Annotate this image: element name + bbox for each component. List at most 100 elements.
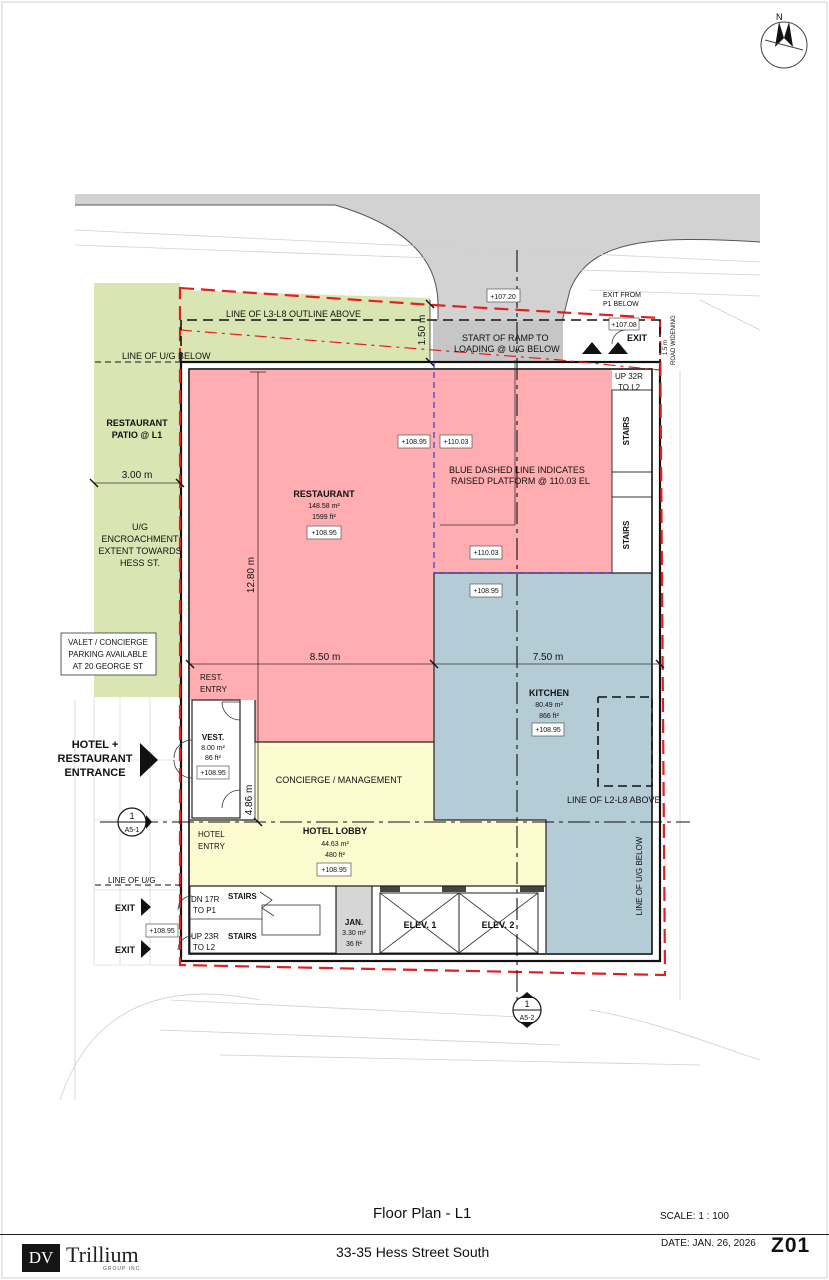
dimension-ticks <box>89 299 665 827</box>
label-line-l3-l8: LINE OF L3-L8 OUTLINE ABOVE <box>226 309 361 319</box>
label-ramp-2: LOADING @ U/G BELOW <box>454 344 560 354</box>
door-swings <box>173 329 627 951</box>
label-dn17-2: TO P1 <box>193 906 217 915</box>
company-logo-name: Trillium <box>66 1242 139 1267</box>
label-hotel-ent-2: RESTAURANT <box>58 753 133 765</box>
title-block-divider <box>0 1234 829 1235</box>
label-exit-from-1: EXIT FROM <box>603 292 641 299</box>
company-logo-sub: GROUP INC. <box>103 1266 143 1272</box>
label-blue-2: RAISED PLATFORM @ 110.03 EL <box>451 476 590 486</box>
label-exit-1: EXIT <box>115 903 136 913</box>
curb-line-right <box>559 239 761 331</box>
label-elev-10895-a: +108.95 <box>401 439 427 446</box>
label-sec-a51-num: 1 <box>129 811 134 821</box>
label-lobby-area-ft: 480 ft² <box>325 852 346 859</box>
label-elev-10895-exit: +108.95 <box>149 928 175 935</box>
exit-arrow-icon-2 <box>141 940 151 958</box>
exit-arrow-icon-top-2 <box>608 342 628 354</box>
label-dim-patio: 3.00 m <box>122 470 153 481</box>
label-stairs-e1: STAIRS <box>622 416 631 445</box>
label-restaurant-area-m: 148.58 m² <box>308 503 340 510</box>
label-sec-a52-num: 1 <box>524 999 529 1009</box>
company-logo-mark: DV <box>22 1244 60 1272</box>
raised-platform-line <box>433 362 612 574</box>
label-line-ug-below-right: LINE OF U/G BELOW <box>635 836 644 915</box>
project-name: 33-35 Hess Street South <box>336 1244 490 1260</box>
label-line-l2-l8: LINE OF L2-L8 ABOVE <box>567 795 661 805</box>
scale-label: SCALE: 1 : 100 <box>660 1211 729 1222</box>
label-kitchen-area-m: 80.49 m² <box>535 702 563 709</box>
sheet-number: Z01 <box>771 1234 811 1257</box>
label-elev-10720: +107.20 <box>490 294 516 301</box>
building-interior-wall <box>188 368 653 955</box>
property-line <box>178 286 667 977</box>
label-ug-enc-1: U/G <box>132 522 148 532</box>
label-ug-enc-3: EXTENT TOWARDS <box>98 546 181 556</box>
label-vest-area-m: 8.00 m² <box>201 745 225 752</box>
street-paving <box>75 194 760 330</box>
l2-l8-outline <box>597 696 653 787</box>
date-label: DATE: JAN. 26, 2026 <box>661 1238 756 1249</box>
label-rest-entry-2: ENTRY <box>200 685 228 694</box>
label-elev-2: ELEV. 2 <box>482 920 515 930</box>
label-dn17-1: DN 17R <box>191 895 220 904</box>
label-kitchen-area-ft: 866 ft² <box>539 713 560 720</box>
landscape-green-top <box>180 290 430 362</box>
label-ramp-1: START OF RAMP TO <box>462 333 549 343</box>
label-valet-3: AT 20 GEORGE ST <box>73 662 144 671</box>
north-label: N <box>776 12 783 22</box>
exit-arrow-icon-top-1 <box>582 342 602 354</box>
janitor-room <box>336 886 372 953</box>
kitchen-room <box>434 573 652 953</box>
label-up32-2: TO L2 <box>618 383 641 392</box>
label-jan-area-ft: 36 ft² <box>346 941 363 948</box>
label-sec-a52-ref: A5-2 <box>520 1015 535 1022</box>
restaurant-room <box>190 370 612 742</box>
l3-l8-outline <box>180 319 661 362</box>
label-exit-top: EXIT <box>627 333 648 343</box>
label-elev-11003-a: +110.03 <box>444 439 469 446</box>
label-concierge: CONCIERGE / MANAGEMENT <box>276 775 403 785</box>
label-valet-1: VALET / CONCIERGE <box>68 638 148 647</box>
concierge-lobby-room <box>190 742 546 886</box>
label-elev-11003-b: +110.03 <box>474 550 499 557</box>
label-stairs-w2: STAIRS <box>228 932 257 941</box>
label-hotel-ent-1: HOTEL + <box>72 739 119 751</box>
label-line-ug-left: LINE OF U/G <box>108 876 156 885</box>
curb-line-left <box>75 204 439 330</box>
label-valet-2: PARKING AVAILABLE <box>68 650 147 659</box>
label-elev-10708: +107.08 <box>611 322 637 329</box>
label-hotel-entry-2: ENTRY <box>198 842 226 851</box>
label-ug-enc-2: ENCROACHMENT <box>101 534 179 544</box>
sheet-title: Floor Plan - L1 <box>373 1205 472 1222</box>
label-stairs-e2: STAIRS <box>622 520 631 549</box>
label-jan-area-m: 3.30 m² <box>342 930 366 937</box>
label-exit-from-2: P1 BELOW <box>603 301 639 308</box>
label-lobby: HOTEL LOBBY <box>303 826 367 836</box>
label-up32-1: UP 32R <box>615 372 643 381</box>
label-elev-1: ELEV. 1 <box>404 920 437 930</box>
label-dim-850: 8.50 m <box>310 652 341 663</box>
section-marker-a5-1 <box>117 807 152 837</box>
hotel-entrance-arrow-icon <box>140 743 158 777</box>
valet-note-box <box>60 632 157 676</box>
restaurant-patio-area <box>94 283 180 697</box>
label-vest-area-ft: 86 ft² <box>205 755 222 762</box>
exit-arrow-icon-1 <box>141 898 151 916</box>
label-dim-486: 4.86 m <box>244 785 255 816</box>
label-hotel-entry-1: HOTEL <box>198 830 225 839</box>
label-road-2: ROAD WIDENING <box>671 315 677 365</box>
building-exterior-wall <box>179 360 662 963</box>
vestibule-room <box>191 699 241 819</box>
label-vest-elev: +108.95 <box>200 770 226 777</box>
label-restaurant-area-ft: 1599 ft² <box>312 514 336 521</box>
elevation-boxes <box>145 288 640 938</box>
label-jan: JAN. <box>345 918 363 927</box>
label-kitchen-elev: +108.95 <box>535 727 561 734</box>
label-stairs-w1: STAIRS <box>228 892 257 901</box>
dimension-lines <box>94 300 660 822</box>
label-dim-1280: 12.80 m <box>246 557 257 593</box>
label-hotel-ent-3: ENTRANCE <box>64 767 125 779</box>
